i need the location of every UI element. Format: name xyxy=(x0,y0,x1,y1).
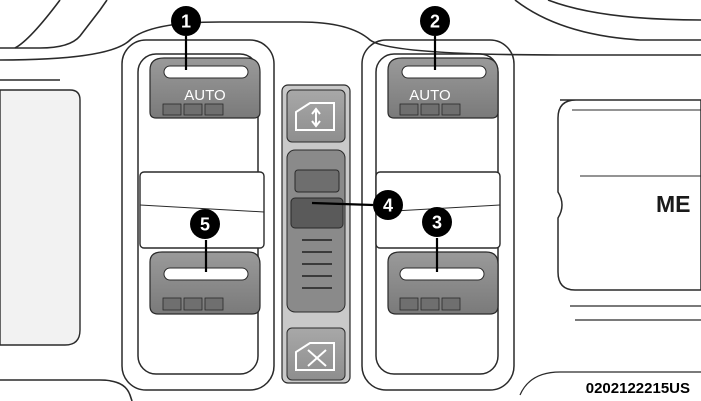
left-rear-window-switch[interactable] xyxy=(139,171,265,315)
right-panel: ME xyxy=(519,99,701,396)
callout-leaders xyxy=(184,36,439,272)
callout-4: 4 xyxy=(373,190,403,220)
passenger-auto-label: AUTO xyxy=(409,87,450,104)
svg-text:1: 1 xyxy=(181,12,191,32)
driver-auto-label: AUTO xyxy=(184,87,225,104)
callout-3: 3 xyxy=(422,207,452,237)
window-lock-icon xyxy=(295,342,335,371)
svg-text:5: 5 xyxy=(200,215,210,235)
callout-2: 2 xyxy=(420,6,450,36)
image-code: 0202122215US xyxy=(586,380,690,397)
svg-text:3: 3 xyxy=(432,213,442,233)
svg-text:4: 4 xyxy=(383,196,393,216)
left-panel xyxy=(0,89,81,346)
driver-window-switch[interactable]: AUTO xyxy=(149,57,261,119)
window-lock-switch[interactable] xyxy=(286,89,346,381)
panel-text: ME xyxy=(656,191,691,217)
lock-switch-ridges xyxy=(302,239,332,289)
svg-text:2: 2 xyxy=(430,12,440,32)
passenger-window-switch[interactable]: AUTO xyxy=(387,57,499,119)
callout-5: 5 xyxy=(190,209,220,239)
window-up-icon xyxy=(295,102,335,131)
callout-1: 1 xyxy=(171,6,201,36)
